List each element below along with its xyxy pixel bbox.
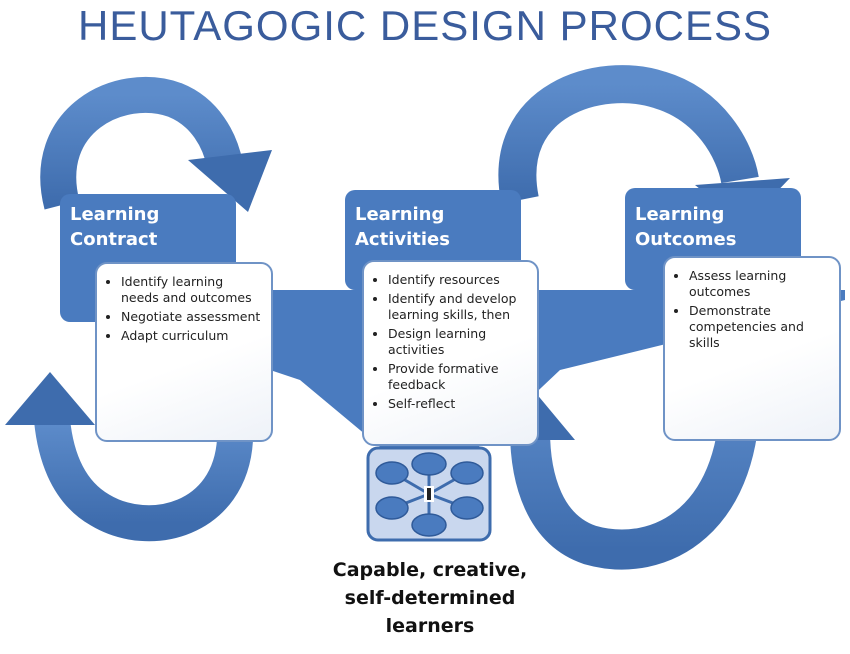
cycle-arrow-right-bottom: [510, 379, 761, 570]
list-item: Identify resources: [388, 272, 527, 288]
list-item: Adapt curriculum: [121, 328, 261, 344]
list-item: Design learning activities: [388, 326, 527, 358]
list-item: Demonstrate competencies and skills: [689, 303, 829, 351]
heading-line: Learning: [355, 204, 445, 225]
list-item: Negotiate assessment: [121, 309, 261, 325]
list-item: Assess learning outcomes: [689, 268, 829, 300]
caption-line: learners: [385, 615, 475, 637]
stage-card-activities: Identify resources Identify and develop …: [362, 260, 539, 446]
heading-line: Learning: [70, 204, 160, 225]
caption-line: Capable, creative,: [332, 559, 528, 581]
arrowhead-left-top: [188, 150, 272, 212]
cycle-arrow-left-top: [40, 76, 243, 210]
cycle-arrow-right-top: [498, 65, 759, 204]
list-item: Self-reflect: [388, 396, 527, 412]
heading-line: Outcomes: [635, 229, 737, 250]
caption-line: self-determined: [344, 587, 516, 609]
list-item: Identify and develop learning skills, th…: [388, 291, 527, 323]
stage-heading-contract: Learning Contract: [70, 202, 159, 252]
heading-line: Activities: [355, 229, 450, 250]
stage-heading-activities: Learning Activities: [355, 202, 450, 252]
stage-card-contract: Identify learning needs and outcomes Neg…: [95, 262, 273, 442]
stage-card-outcomes: Assess learning outcomes Demonstrate com…: [663, 256, 841, 441]
list-item: Identify learning needs and outcomes: [121, 274, 261, 306]
stage-heading-outcomes: Learning Outcomes: [635, 202, 736, 252]
center-caption: Capable, creative, self-determined learn…: [300, 556, 560, 640]
learner-network-icon: [366, 446, 492, 542]
heading-line: Learning: [635, 204, 725, 225]
page-title: HEUTAGOGIC DESIGN PROCESS: [78, 2, 772, 49]
list-item: Provide formative feedback: [388, 361, 527, 393]
cycle-arrow-left-bottom: [34, 417, 253, 542]
heading-line: Contract: [70, 229, 158, 250]
arrowhead-left-bottom: [5, 372, 95, 425]
